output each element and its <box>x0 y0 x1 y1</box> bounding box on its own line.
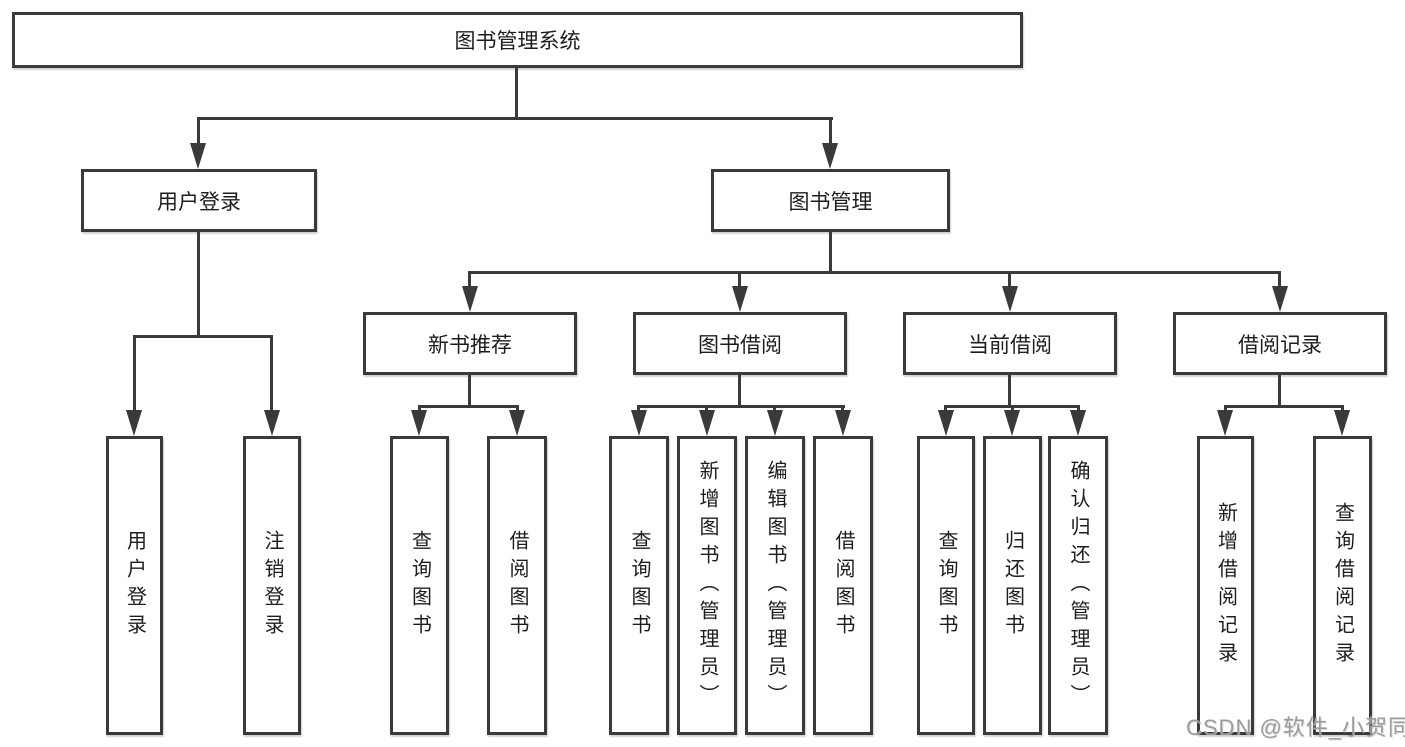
connector-line <box>468 271 471 288</box>
arrow-down-icon <box>1334 410 1350 436</box>
node-book-management: 图书管理 <box>711 169 950 232</box>
leaf-add-borrow-record-label: 新增借阅记录 <box>1214 501 1237 670</box>
connector-line <box>197 232 200 335</box>
leaf-add-book-admin: 新增图书（管理员） <box>677 436 737 735</box>
connector-line <box>773 405 776 413</box>
connector-line <box>829 117 832 145</box>
leaf-borrow-books-recommend-label: 借阅图书 <box>506 529 528 642</box>
connector-line <box>1224 405 1344 408</box>
leaf-borrow-books-borrowing: 借阅图书 <box>813 436 873 735</box>
leaf-return-books-label: 归还图书 <box>1001 529 1024 642</box>
node-library-system: 图书管理系统 <box>12 12 1023 68</box>
connector-line <box>944 405 947 413</box>
arrow-down-icon <box>631 410 647 436</box>
connector-line <box>515 68 518 118</box>
connector-line <box>738 375 741 407</box>
leaf-edit-book-admin: 编辑图书（管理员） <box>745 436 805 735</box>
leaf-query-borrow-record-label: 查询借阅记录 <box>1331 501 1354 670</box>
arrow-down-icon <box>1070 410 1086 436</box>
connector-line <box>516 405 519 413</box>
connector-line <box>270 335 273 412</box>
node-book-borrowing-label: 图书借阅 <box>698 333 782 357</box>
connector-line <box>841 405 844 413</box>
node-user-login: 用户登录 <box>81 169 317 232</box>
connector-line <box>418 405 519 408</box>
leaf-logout-login: 注销登录 <box>243 436 301 735</box>
leaf-confirm-return-admin: 确认归还（管理员） <box>1048 436 1108 735</box>
connector-line <box>1278 271 1281 288</box>
leaf-confirm-return-admin-label: 确认归还（管理员） <box>1067 459 1089 712</box>
connector-line <box>1224 405 1227 413</box>
node-book-management-label: 图书管理 <box>788 190 873 214</box>
leaf-borrow-books-recommend: 借阅图书 <box>487 436 547 735</box>
leaf-query-borrow-record: 查询借阅记录 <box>1313 436 1372 735</box>
connector-line <box>133 335 273 338</box>
connector-line <box>1278 375 1281 407</box>
connector-line <box>468 375 471 407</box>
leaf-query-books-current-label: 查询图书 <box>935 529 957 642</box>
arrow-down-icon <box>835 410 851 436</box>
leaf-query-books-recommend-label: 查询图书 <box>408 529 431 642</box>
connector-line <box>738 271 741 288</box>
leaf-edit-book-admin-label: 编辑图书（管理员） <box>764 459 786 712</box>
connector-line <box>1341 405 1344 413</box>
node-new-book-recommendation-label: 新书推荐 <box>428 333 512 357</box>
leaf-user-login: 用户登录 <box>106 436 163 735</box>
leaf-logout-login-label: 注销登录 <box>261 529 283 642</box>
connector-line <box>1008 375 1011 407</box>
leaf-query-books-current: 查询图书 <box>917 436 975 735</box>
connector-line <box>468 271 1281 274</box>
connector-line <box>1008 271 1011 288</box>
leaf-add-borrow-record: 新增借阅记录 <box>1197 436 1254 735</box>
node-new-book-recommendation: 新书推荐 <box>363 312 577 375</box>
arrow-down-icon <box>1004 410 1020 436</box>
connector-line <box>1011 405 1014 413</box>
arrow-down-icon <box>732 286 748 312</box>
connector-line <box>418 405 421 413</box>
connector-line <box>705 405 708 413</box>
leaf-query-books-borrowing: 查询图书 <box>609 436 669 735</box>
leaf-user-login-label: 用户登录 <box>123 529 146 642</box>
leaf-borrow-books-borrowing-label: 借阅图书 <box>832 529 854 642</box>
arrow-down-icon <box>822 143 838 169</box>
watermark: CSDN @软件_小贺同学 <box>1186 715 1405 740</box>
connector-line <box>197 117 200 145</box>
arrow-down-icon <box>264 410 280 436</box>
arrow-down-icon <box>1272 286 1288 312</box>
connector-line <box>637 405 845 408</box>
leaf-query-books-borrowing-label: 查询图书 <box>628 529 650 642</box>
arrow-down-icon <box>190 143 206 169</box>
arrow-down-icon <box>1002 286 1018 312</box>
leaf-add-book-admin-label: 新增图书（管理员） <box>696 459 718 712</box>
arrow-down-icon <box>126 410 142 436</box>
arrow-down-icon <box>509 410 525 436</box>
node-book-borrowing: 图书借阅 <box>633 312 847 375</box>
arrow-down-icon <box>411 410 427 436</box>
arrow-down-icon <box>462 286 478 312</box>
node-borrowing-records: 借阅记录 <box>1173 312 1387 375</box>
node-current-borrowing: 当前借阅 <box>903 312 1117 375</box>
connector-line <box>133 335 136 412</box>
node-library-system-label: 图书管理系统 <box>454 30 581 53</box>
arrow-down-icon <box>938 410 954 436</box>
leaf-query-books-recommend: 查询图书 <box>390 436 449 735</box>
connector-line <box>637 405 640 413</box>
node-user-login-label: 用户登录 <box>157 190 241 214</box>
leaf-return-books: 归还图书 <box>983 436 1042 735</box>
arrow-down-icon <box>1217 410 1233 436</box>
connector-line <box>829 232 832 274</box>
node-current-borrowing-label: 当前借阅 <box>968 333 1052 357</box>
connector-line <box>197 117 833 120</box>
arrow-down-icon <box>699 410 715 436</box>
arrow-down-icon <box>767 410 783 436</box>
node-borrowing-records-label: 借阅记录 <box>1238 333 1322 357</box>
connector-line <box>1077 405 1080 413</box>
